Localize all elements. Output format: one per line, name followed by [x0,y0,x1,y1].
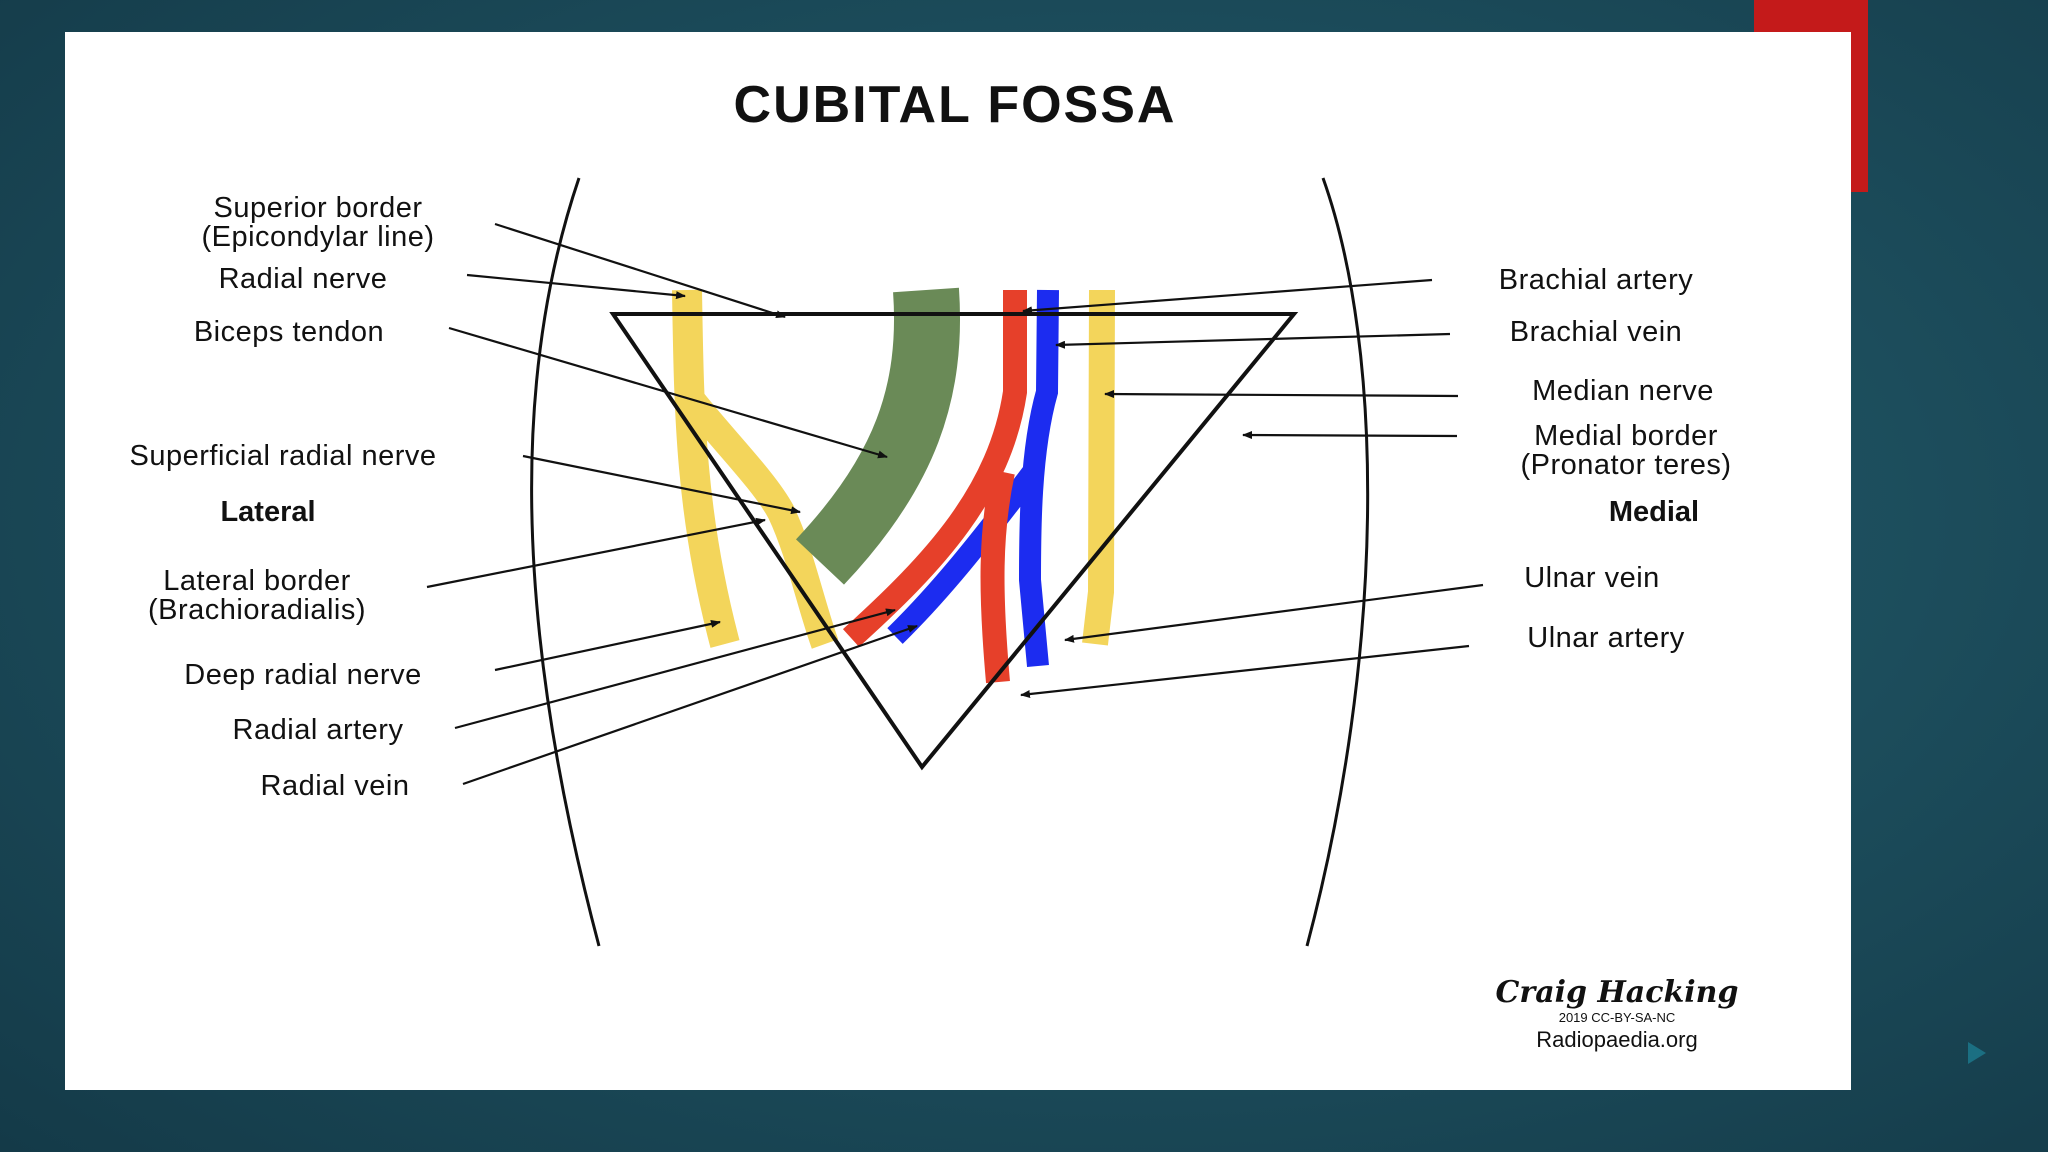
label-radial-nerve: Radial nerve [219,263,388,295]
label-brachial-artery: Brachial artery [1499,264,1693,296]
label-brachial-vein: Brachial vein [1510,316,1683,348]
credit-author: Craig Hacking [1496,975,1739,1010]
brachial-artery-band [842,290,1027,684]
credit-license: 2019 CC-BY-SA-NC [1559,1010,1676,1025]
credit-site: Radiopaedia.org [1536,1027,1697,1052]
label-biceps-tendon: Biceps tendon [194,316,384,348]
label-radial-vein: Radial vein [261,770,410,802]
cubital-fossa-diagram: CUBITAL FOSSA [130,76,1739,1052]
label-deep-radial-nerve: Deep radial nerve [184,659,421,691]
label-medial-border: Medial border [1534,420,1718,452]
cubital-fossa-triangle [609,312,1299,771]
label-pronator-teres: (Pronator teres) [1520,449,1731,481]
label-ulnar-vein: Ulnar vein [1524,562,1660,594]
label-radial-artery: Radial artery [233,714,404,746]
label-lateral-border: Lateral border [163,565,351,597]
slide-marker-arrow [1968,1042,1986,1064]
leader-lines [426,222,1484,786]
radial-nerve-band [672,289,740,648]
median-nerve-band [1082,289,1115,646]
slide-card: CUBITAL FOSSA [65,32,1851,1090]
label-ulnar-artery: Ulnar artery [1527,622,1685,654]
diagram-title: CUBITAL FOSSA [734,76,1177,134]
label-superficial-radial-nerve: Superficial radial nerve [130,440,437,472]
brachial-vein-band [887,289,1059,668]
arm-outline-left [530,177,601,947]
label-epicondylar-line: (Epicondylar line) [201,221,434,253]
label-brachioradialis: (Brachioradialis) [148,594,366,626]
arm-outline-right [1305,177,1370,947]
label-superior-border: Superior border [214,192,423,224]
biceps-tendon-band [795,287,961,585]
label-lateral: Lateral [220,496,315,528]
label-medial: Medial [1609,496,1699,528]
label-median-nerve: Median nerve [1532,375,1714,407]
